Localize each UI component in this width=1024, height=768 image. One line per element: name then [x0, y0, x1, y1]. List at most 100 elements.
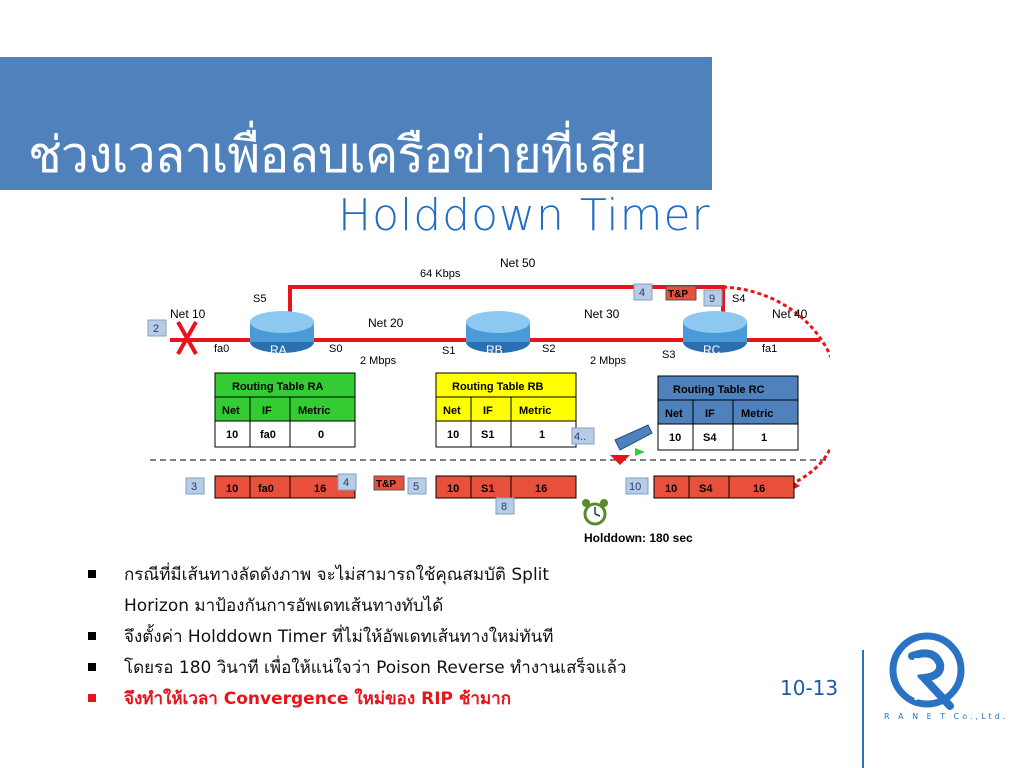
port-rb-s2: S2 — [542, 343, 555, 355]
label-net30-speed: 2 Mbps — [590, 355, 627, 367]
label-net20: Net 20 — [368, 316, 404, 330]
svg-text:Net: Net — [222, 405, 240, 417]
svg-text:Metric: Metric — [298, 405, 330, 417]
holddown-label: Holddown: 180 sec — [584, 531, 693, 545]
svg-text:16: 16 — [535, 483, 547, 495]
svg-text:S4: S4 — [703, 432, 717, 444]
updated-row-rc: 10 S4 16 — [653, 475, 795, 499]
step-badge-3 — [185, 477, 205, 495]
svg-text:1: 1 — [761, 432, 767, 444]
bullet-4-text: จึงทำให้เวลา Convergence ใหม่ของ RIP ช้า… — [124, 689, 512, 709]
router-ra-label: RA — [270, 343, 287, 357]
svg-text:Metric: Metric — [519, 405, 551, 417]
step-badge-5 — [407, 477, 427, 495]
svg-text:10: 10 — [447, 429, 459, 441]
port-rc-s3: S3 — [662, 349, 675, 361]
svg-text:T&P: T&P — [668, 289, 688, 300]
label-net10: Net 10 — [170, 307, 206, 321]
label-net30: Net 30 — [584, 307, 620, 321]
bullet-3-text: โดยรอ 180 วินาที เพื่อให้แน่ใจว่า Poison… — [124, 658, 627, 678]
alarm-clock-icon — [582, 499, 608, 526]
routing-table-rc: Routing Table RC Net IF Metric 10 S4 1 — [657, 375, 799, 451]
svg-text:4: 4 — [639, 287, 645, 299]
tp-tag-right — [665, 285, 697, 301]
svg-text:S1: S1 — [481, 429, 494, 441]
step-badge-8 — [495, 497, 515, 515]
updated-row-rb: 10 S1 16 — [435, 475, 577, 499]
label-net40: Net 40 — [772, 307, 808, 321]
svg-text:10: 10 — [665, 483, 677, 495]
port-rc-fa1: fa1 — [762, 343, 777, 355]
step-badge-2 — [147, 319, 167, 337]
svg-text:9: 9 — [709, 293, 715, 305]
router-ra-icon: RA — [250, 311, 314, 357]
svg-text:10: 10 — [447, 483, 459, 495]
routing-table-rb: Routing Table RB Net IF Metric 10 S1 1 — [435, 372, 577, 448]
label-net50-speed: 64 Kbps — [420, 268, 461, 280]
step-badge-10 — [625, 477, 649, 495]
port-ra-s0: S0 — [329, 343, 342, 355]
svg-text:1: 1 — [539, 429, 545, 441]
router-rb-icon: RB — [466, 311, 530, 357]
bullet-item: กรณีที่มีเส้นทางลัดดังภาพ จะไม่สามารถใช้… — [88, 560, 788, 622]
svg-text:Net: Net — [665, 408, 683, 420]
link-dashed-update — [722, 285, 830, 487]
svg-text:IF: IF — [483, 405, 493, 417]
port-rb-s1: S1 — [442, 345, 455, 357]
label-net50: Net 50 — [500, 256, 536, 270]
router-rb-label: RB — [486, 343, 503, 357]
logo-text: R A N E T Co.,Ltd. — [884, 712, 1009, 721]
svg-text:Metric: Metric — [741, 408, 773, 420]
page-number: 10-13 — [780, 676, 839, 700]
step-badge-4c — [571, 427, 595, 445]
svg-text:0: 0 — [318, 429, 324, 441]
step-badge-4a — [337, 473, 357, 491]
svg-text:5: 5 — [413, 481, 419, 493]
svg-text:IF: IF — [262, 405, 272, 417]
svg-text:16: 16 — [753, 483, 765, 495]
step-badge-9 — [703, 289, 723, 307]
bullet-item: โดยรอ 180 วินาที เพื่อให้แน่ใจว่า Poison… — [88, 653, 788, 684]
port-ra-fa0: fa0 — [214, 343, 229, 355]
svg-text:Routing Table RB: Routing Table RB — [452, 381, 544, 393]
svg-text:2: 2 — [153, 323, 159, 335]
svg-text:10: 10 — [629, 481, 641, 493]
port-rc-s4: S4 — [732, 293, 745, 305]
router-rc-label: RC — [703, 343, 721, 357]
svg-text:10: 10 — [226, 429, 238, 441]
svg-text:3: 3 — [191, 481, 197, 493]
svg-text:S1: S1 — [481, 483, 494, 495]
bullet-1-text: กรณีที่มีเส้นทางลัดดังภาพ จะไม่สามารถใช้… — [124, 565, 550, 585]
svg-text:S4: S4 — [699, 483, 713, 495]
ranet-logo-icon — [889, 632, 965, 710]
svg-text:Routing Table RA: Routing Table RA — [232, 381, 324, 393]
svg-text:10: 10 — [226, 483, 238, 495]
routing-table-ra: Routing Table RA Net IF Metric 10 fa0 0 — [214, 372, 356, 448]
svg-text:IF: IF — [705, 408, 715, 420]
label-net20-speed: 2 Mbps — [360, 355, 397, 367]
svg-text:Net: Net — [443, 405, 461, 417]
bullet-item: จึงตั้งค่า Holddown Timer ที่ไม่ให้อัพเด… — [88, 622, 788, 653]
svg-text:Routing Table RC: Routing Table RC — [673, 384, 765, 396]
svg-text:4..: 4.. — [574, 431, 586, 443]
svg-text:4: 4 — [343, 477, 349, 489]
slide-title-thai: ช่วงเวลาเพื่อลบเครือข่ายที่เสีย — [28, 126, 648, 184]
divider-vertical — [862, 650, 864, 768]
step-badge-4b — [633, 283, 653, 301]
svg-text:8: 8 — [501, 501, 507, 513]
tp-tag-left — [373, 475, 405, 491]
svg-text:10: 10 — [669, 432, 681, 444]
router-rc-icon: RC — [683, 311, 747, 357]
svg-text:T&P: T&P — [376, 479, 396, 490]
svg-text:16: 16 — [314, 483, 326, 495]
bullet-1-continuation: Horizon มาป้องกันการอัพเดทเส้นทางทับได้ — [124, 596, 444, 616]
slide-title-english: Holddown Timer — [338, 190, 711, 241]
link-failure-x-icon — [176, 321, 198, 355]
svg-text:fa0: fa0 — [258, 483, 274, 495]
network-diagram: Net 50 64 Kbps Net 20 2 Mbps Net 30 2 Mb… — [147, 256, 830, 545]
bullet-item-emphasis: จึงทำให้เวลา Convergence ใหม่ของ RIP ช้า… — [88, 684, 788, 715]
title-banner — [0, 57, 712, 190]
bullet-2-text: จึงตั้งค่า Holddown Timer ที่ไม่ให้อัพเด… — [124, 627, 554, 647]
updated-row-ra: 10 fa0 16 — [214, 475, 356, 499]
update-arrow-icon — [610, 424, 653, 465]
